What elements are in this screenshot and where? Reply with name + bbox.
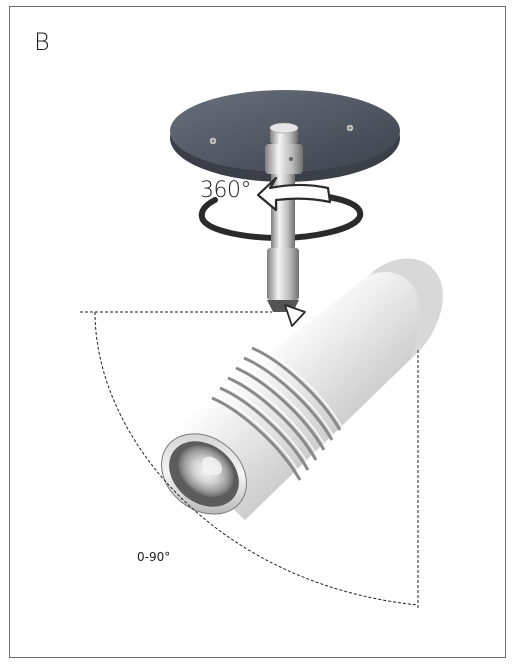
tilt-range-indicator xyxy=(80,311,419,610)
cooling-fins xyxy=(211,346,342,481)
spotlight-body xyxy=(160,258,443,520)
swivel-joint xyxy=(265,122,303,174)
tilt-range-label: 0-90° xyxy=(137,550,171,564)
screw-left xyxy=(209,137,217,145)
panel-letter: B xyxy=(34,28,50,56)
screw-right xyxy=(346,124,354,132)
tilt-arrow-icon xyxy=(284,304,306,327)
rotation-label: 360° xyxy=(200,178,252,203)
rotation-arrow-head-icon xyxy=(256,176,332,212)
